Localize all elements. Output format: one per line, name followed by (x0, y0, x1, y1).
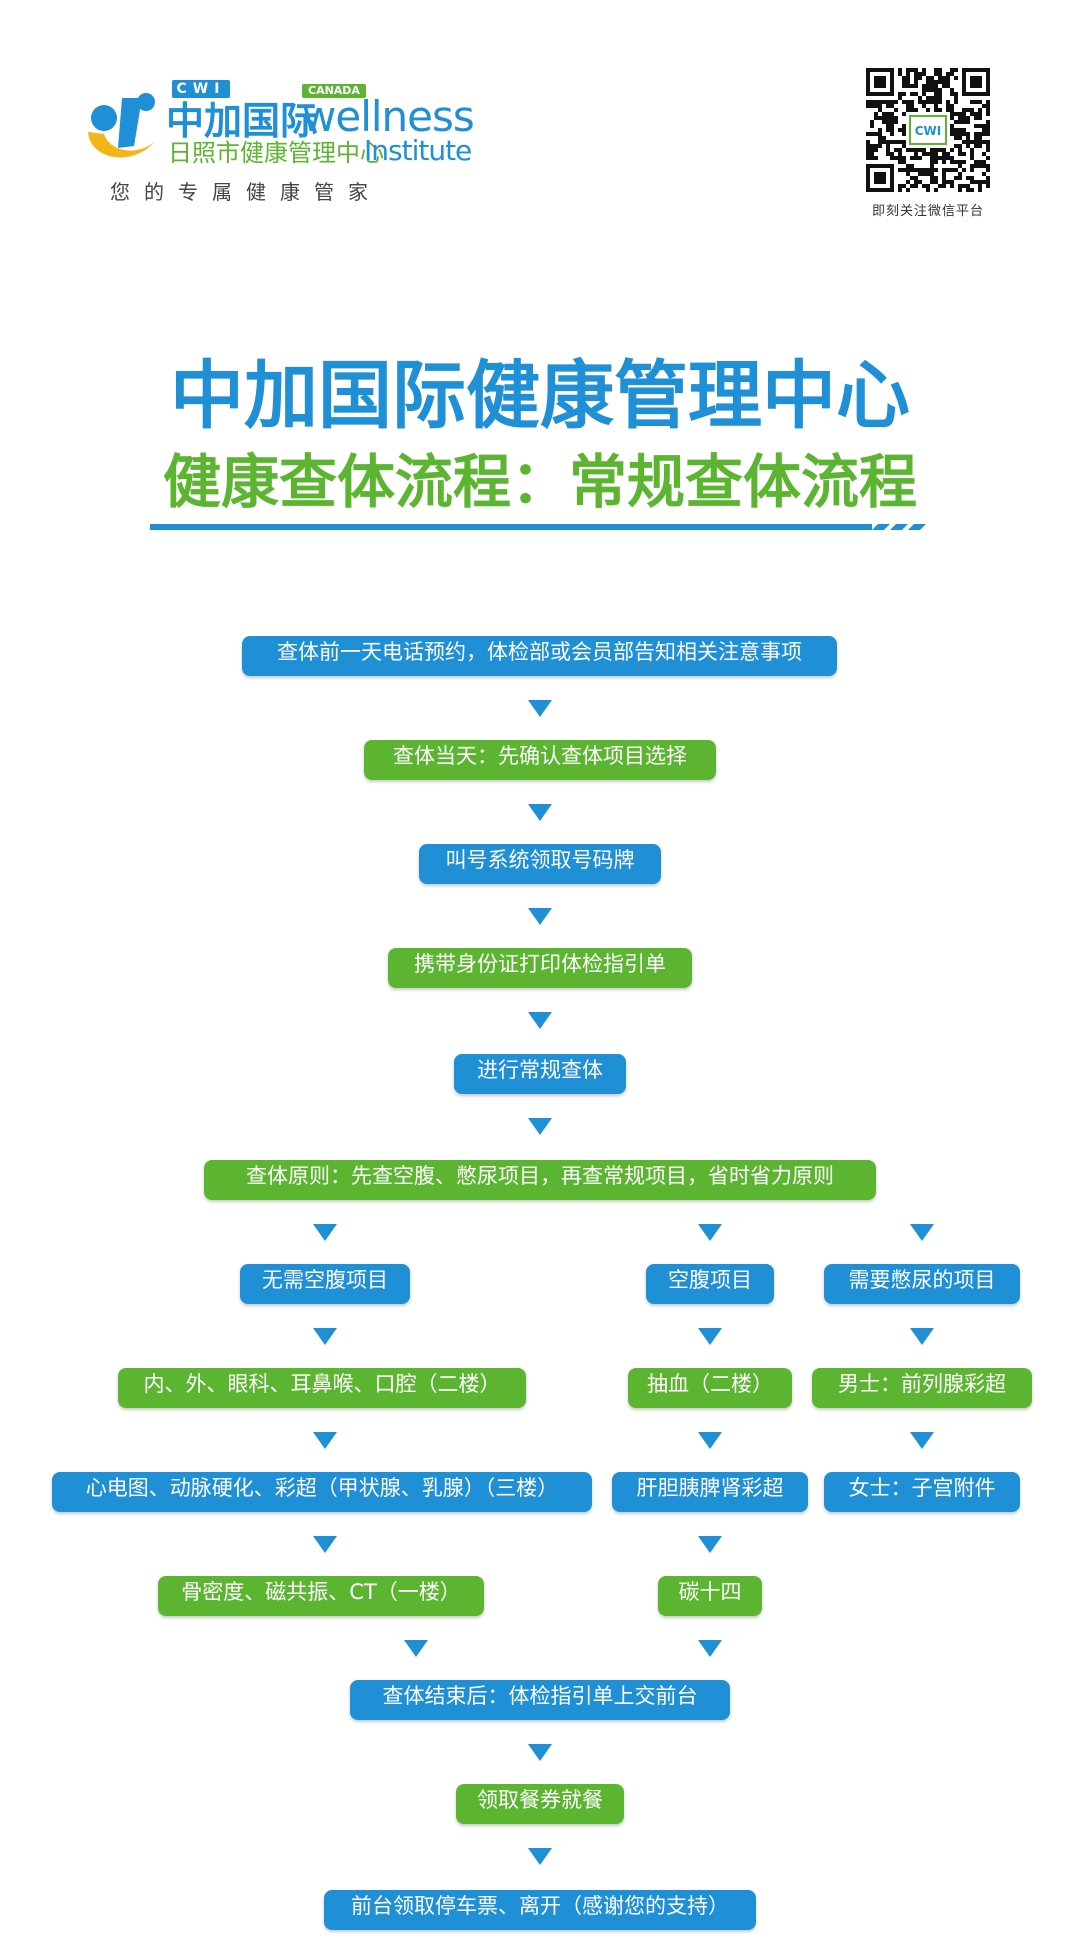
brand-center-cn: 日照市健康管理中心 (168, 139, 384, 167)
flow-left-header: 无需空腹项目 (240, 1264, 410, 1304)
flow-left-item-ent: 内、外、眼科、耳鼻喉、口腔（二楼） (118, 1368, 526, 1408)
flow-arrow-middle-3 (698, 1536, 722, 1553)
flow-middle-item-c14: 碳十四 (658, 1576, 762, 1616)
flow-arrow-3 (528, 908, 552, 925)
flow-middle-item-blood: 抽血（二楼） (628, 1368, 792, 1408)
flow-arrow-branch-middle (698, 1224, 722, 1241)
flow-arrow-middle-1 (698, 1328, 722, 1345)
brand-wellness-text: wellness (302, 92, 475, 141)
flow-arrow-merge-left (404, 1640, 428, 1657)
qr-code-icon[interactable]: CWI (866, 68, 990, 192)
brand-abbr-badge: CWI (172, 80, 230, 98)
flow-step-confirm-items: 查体当天：先确认查体项目选择 (364, 740, 716, 780)
flow-arrow-2 (528, 804, 552, 821)
flow-arrow-7 (528, 1744, 552, 1761)
flow-step-parking-leave: 前台领取停车票、离开（感谢您的支持） (324, 1890, 756, 1930)
flow-step-queue-number: 叫号系统领取号码牌 (419, 844, 661, 884)
flow-arrow-4 (528, 1012, 552, 1029)
flow-arrow-merge-middle (698, 1640, 722, 1657)
flow-arrow-left-2 (313, 1432, 337, 1449)
flow-arrow-branch-right (910, 1224, 934, 1241)
flow-step-routine-checkup: 进行常规查体 (454, 1054, 626, 1094)
flow-arrow-left-1 (313, 1328, 337, 1345)
flow-arrow-branch-left (313, 1224, 337, 1241)
qr-caption: 即刻关注微信平台 (871, 204, 984, 219)
brand-tagline: 您的专属健康管家 (110, 180, 382, 204)
flow-arrow-right-1 (910, 1328, 934, 1345)
flow-step-appointment: 查体前一天电话预约，体检部或会员部告知相关注意事项 (242, 636, 837, 676)
flow-arrow-8 (528, 1848, 552, 1865)
flow-right-item-male: 男士：前列腺彩超 (812, 1368, 1032, 1408)
flow-step-print-guide: 携带身份证打印体检指引单 (388, 948, 692, 988)
flow-arrow-middle-2 (698, 1432, 722, 1449)
flow-left-item-ultrasound: 心电图、动脉硬化、彩超（甲状腺、乳腺）（三楼） (52, 1472, 592, 1512)
flow-arrow-left-3 (313, 1536, 337, 1553)
flow-arrow-1 (528, 700, 552, 717)
qr-logo-text: CWI (915, 124, 942, 138)
brand-name-cn: 中加国际 (166, 99, 319, 143)
flow-left-item-ct: 骨密度、磁共振、CT（一楼） (158, 1576, 484, 1616)
flow-step-principle: 查体原则：先查空腹、憋尿项目，再查常规项目，省时省力原则 (204, 1160, 876, 1200)
flow-middle-item-organ-ultrasound: 肝胆胰脾肾彩超 (612, 1472, 808, 1512)
page-title: 中加国际健康管理中心 (170, 353, 910, 439)
title-divider (150, 524, 926, 530)
flow-right-item-female: 女士：子宫附件 (824, 1472, 1020, 1512)
page-subtitle: 健康查体流程：常规查体流程 (162, 448, 917, 516)
logo-icon (88, 93, 156, 158)
flow-step-meal-voucher: 领取餐券就餐 (456, 1784, 624, 1824)
brand-institute-text: Institute (364, 134, 472, 167)
flow-step-submit-guide: 查体结束后：体检指引单上交前台 (350, 1680, 730, 1720)
flow-arrow-right-2 (910, 1432, 934, 1449)
flow-middle-header: 空腹项目 (646, 1264, 774, 1304)
flow-arrow-5 (528, 1118, 552, 1135)
brand-country-badge: CANADA (302, 84, 366, 98)
flow-right-header: 需要憋尿的项目 (824, 1264, 1020, 1304)
